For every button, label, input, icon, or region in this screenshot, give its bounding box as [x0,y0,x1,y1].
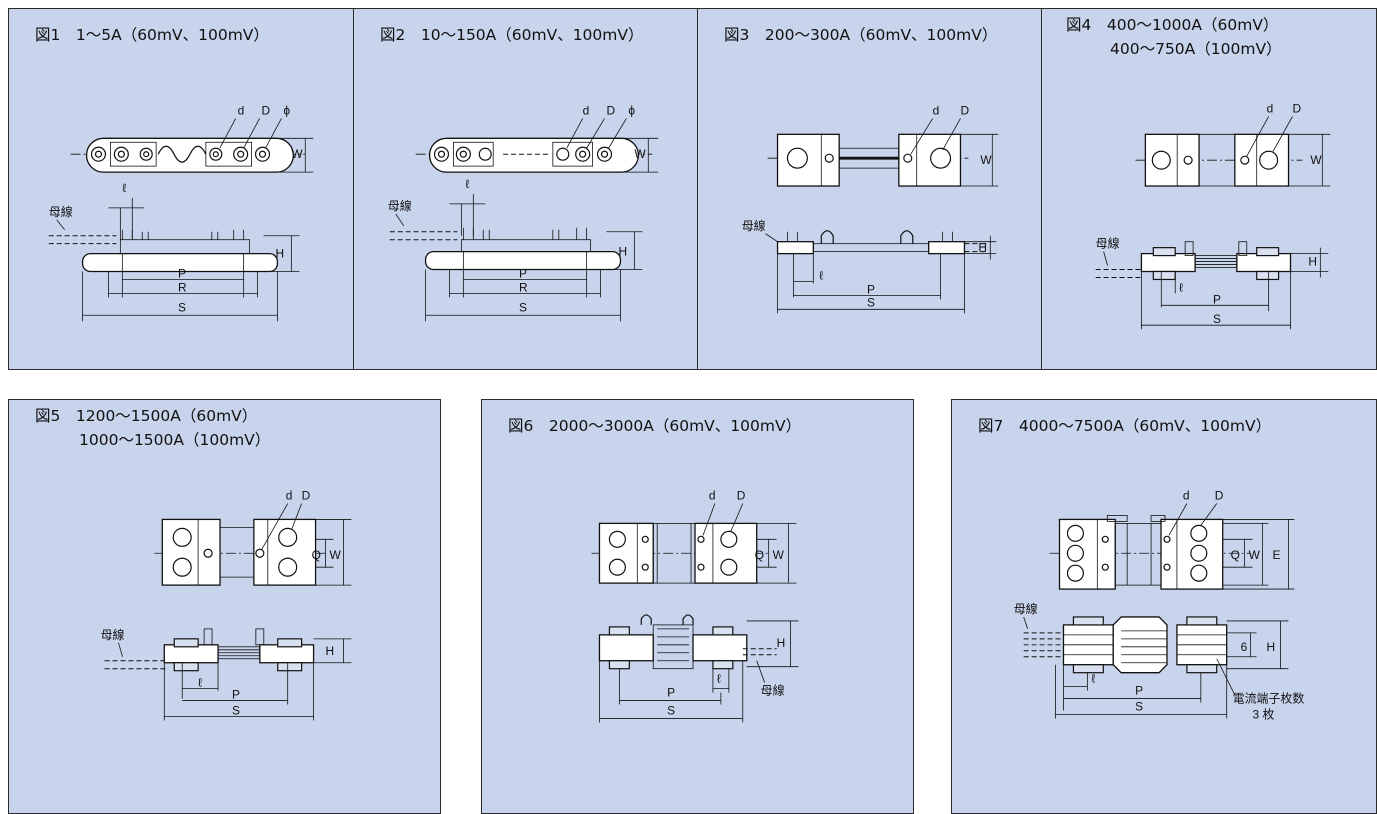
label-P: P [667,686,675,700]
shunt-drawing-fig6: d D Q W H 母線 ℓ P S [591,489,799,723]
figure-title: 図5 1200〜1500A（60mV） 1000〜1500A（100mV） [35,407,271,449]
label-P: P [1135,684,1143,698]
label-R: R [178,280,187,294]
busbar-label: 母線 [1014,601,1038,616]
label-H: H [275,247,284,261]
shunt-drawing-fig7: d D Q W E 母線 6 [1014,489,1305,722]
busbar-label: 母線 [761,683,785,698]
figure-title: 図7 4000〜7500A（60mV、100mV） [978,417,1272,435]
label-E: E [1272,548,1280,562]
label-D: D [262,103,271,117]
label-D: D [1215,489,1224,503]
label-P: P [232,688,240,702]
figure-panel-3: 図3 200〜300A（60mV、100mV） d D W 母線 [697,8,1042,370]
figure-title: 図1 1〜5A（60mV、100mV） [35,26,269,44]
figure-panel-5: 図5 1200〜1500A（60mV） 1000〜1500A（100mV） d … [8,399,441,814]
terminal-count-label: 電流端子枚数 [1233,691,1305,706]
label-H: H [777,636,786,650]
label-l: ℓ [122,181,126,195]
label-S: S [178,300,186,314]
label-W: W [1249,548,1261,562]
label-d: d [1183,489,1190,503]
label-l: ℓ [1179,280,1183,294]
label-D: D [607,103,616,117]
label-d: d [238,103,245,117]
figure-panel-2: 図2 10〜150A（60mV、100mV） d D ϕ W 母線 [353,8,698,370]
label-Q: Q [312,548,321,562]
label-R: R [519,280,528,294]
label-l: ℓ [819,268,823,282]
label-W: W [980,153,992,167]
label-d: d [1267,101,1274,115]
label-6: 6 [1241,640,1248,654]
shunt-drawing-fig5: d D Q W 母線 H ℓ P S [101,489,352,721]
label-D: D [302,489,311,503]
busbar-label: 母線 [388,199,412,213]
label-S: S [667,703,675,717]
label-H: H [1308,255,1317,269]
figure-panel-1: 図1 1〜5A（60mV、100mV） d D ϕ W 母線 [8,8,354,370]
label-H: H [978,241,987,255]
busbar-label: 母線 [1096,237,1120,251]
label-d: d [286,489,293,503]
label-H: H [618,245,627,259]
label-d: d [709,489,716,503]
label-P: P [519,266,527,280]
label-S: S [519,300,527,314]
label-D: D [960,103,969,117]
label-phi: ϕ [628,103,635,117]
busbar-label: 母線 [49,205,73,219]
label-W: W [329,548,341,562]
figure-title: 図2 10〜150A（60mV、100mV） [380,26,644,44]
shunt-drawing-fig1: d D ϕ W 母線 ℓ H P R S [48,103,314,322]
figure-title: 図4 400〜1000A（60mV） 400〜750A（100mV） [1066,16,1282,58]
shunt-drawing-fig4: d D W 母線 H ℓ P S [1095,101,1331,330]
label-l: ℓ [198,676,202,690]
label-D: D [1293,101,1302,115]
label-W: W [773,548,785,562]
label-Q: Q [1231,548,1240,562]
figure-panel-4: 図4 400〜1000A（60mV） 400〜750A（100mV） d D W… [1041,8,1377,370]
terminal-count-value: 3 枚 [1253,706,1275,721]
label-S: S [1213,312,1221,326]
label-P: P [178,266,186,280]
label-H: H [1267,640,1276,654]
figure-panel-7: 図7 4000〜7500A（60mV、100mV） d D Q W [951,399,1377,814]
label-phi: ϕ [283,103,290,117]
label-D: D [737,489,746,503]
label-d: d [933,103,940,117]
label-W: W [634,147,646,161]
label-l: ℓ [465,177,469,191]
figure-title: 図6 2000〜3000A（60mV、100mV） [508,417,802,435]
busbar-label: 母線 [101,627,125,642]
figure-title: 図3 200〜300A（60mV、100mV） [724,26,998,44]
label-S: S [1135,699,1143,713]
label-d: d [583,103,590,117]
label-S: S [232,703,240,717]
label-l: ℓ [717,672,721,686]
label-S: S [867,295,875,309]
label-W: W [291,147,303,161]
label-P: P [1213,292,1221,306]
shunt-drawing-fig2: d D ϕ W 母線 ℓ H P R S [388,103,659,322]
label-l: ℓ [1091,672,1095,686]
figure-panel-6: 図6 2000〜3000A（60mV、100mV） d D Q W [481,399,914,814]
shunt-drawing-fig3: d D W 母線 H ℓ P S [742,103,999,314]
label-H: H [326,644,335,658]
label-Q: Q [755,548,764,562]
busbar-label: 母線 [742,219,766,233]
label-P: P [867,282,875,296]
label-W: W [1310,153,1322,167]
